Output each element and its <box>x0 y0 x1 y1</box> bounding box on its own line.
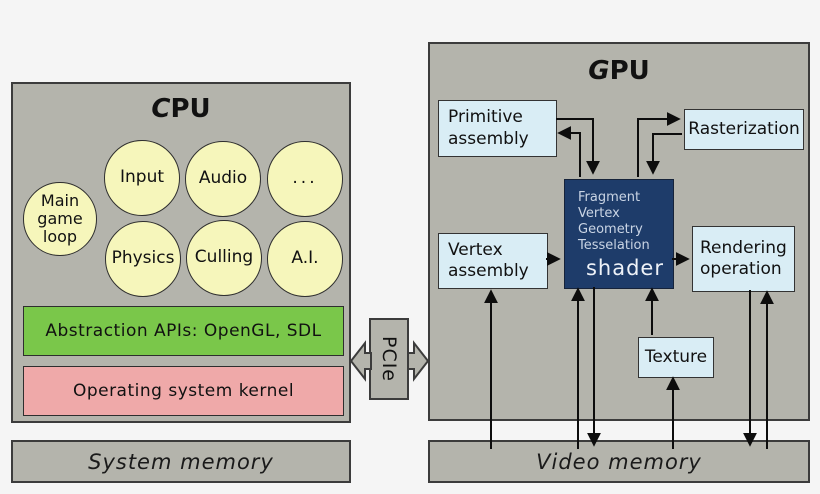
primitive-assembly-box: Primitive assembly <box>438 100 557 157</box>
texture-box: Texture <box>638 337 714 378</box>
shader-type-geometry: Geometry <box>578 222 643 238</box>
shader-box: Fragment Vertex Geometry Tesselation sha… <box>564 179 674 289</box>
shader-type-tesselation: Tesselation <box>578 238 650 254</box>
rendering-operation-box: Rendering operation <box>692 226 795 292</box>
shader-type-vertex: Vertex <box>578 206 620 222</box>
circle-input: Input <box>104 140 180 216</box>
circle-physics: Physics <box>105 221 181 297</box>
os-kernel-bar: Operating system kernel <box>23 366 344 416</box>
pcie-arrow-left <box>349 340 372 382</box>
gpu-panel: GPU Primitive assembly Rasterization Ver… <box>428 42 810 421</box>
shader-type-fragment: Fragment <box>578 190 641 205</box>
shader-type-list: Fragment Vertex Geometry Tesselation <box>565 180 673 253</box>
shader-label: shader <box>585 256 664 280</box>
vertex-assembly-box: Vertex assembly <box>438 233 548 289</box>
cpu-panel: CPU Main game loop Input Audio ... Physi… <box>11 82 351 423</box>
circle-main-game-loop: Main game loop <box>23 182 97 256</box>
system-memory-box: System memory <box>11 440 351 483</box>
pcie-arrow-right <box>407 340 430 382</box>
video-memory-box: Video memory <box>428 440 810 483</box>
circle-ellipsis: ... <box>267 141 343 217</box>
abstraction-apis-bar: Abstraction APIs: OpenGL, SDL <box>23 306 344 356</box>
circle-culling: Culling <box>186 220 262 296</box>
rasterization-box: Rasterization <box>684 109 804 150</box>
cpu-title: CPU <box>151 94 211 124</box>
gpu-title: GPU <box>588 56 650 86</box>
circle-ai: A.I. <box>267 221 343 297</box>
circle-audio: Audio <box>185 141 261 217</box>
pcie-block: PCIe <box>369 318 409 400</box>
pcie-label: PCIe <box>378 335 400 383</box>
